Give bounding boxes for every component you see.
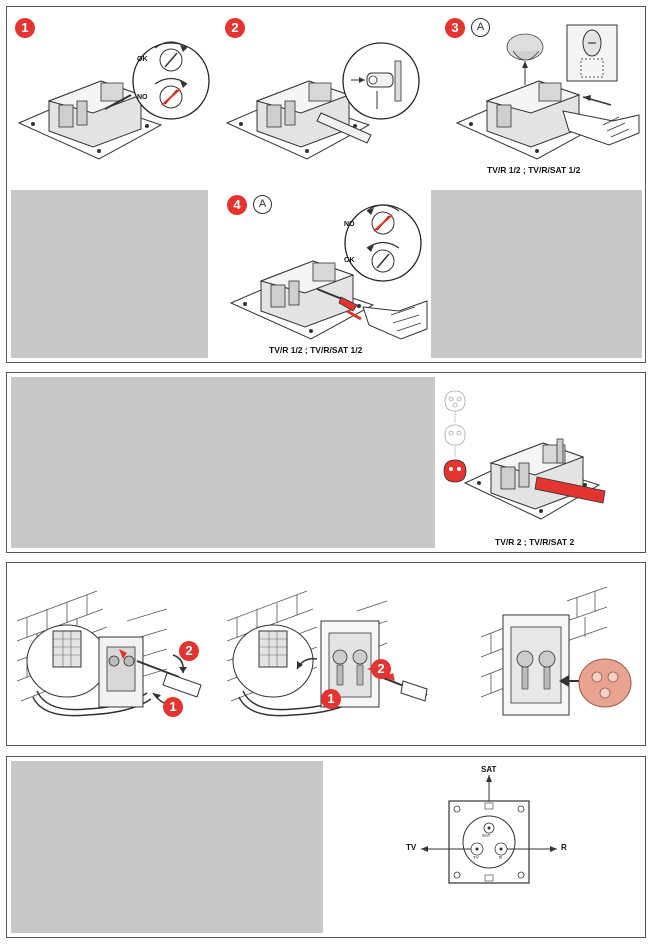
r-port-label: R — [499, 855, 503, 860]
panel-wire-variant: TV/R 2 ; TV/R/SAT 2 — [6, 372, 646, 553]
install-step-a-illustration — [16, 590, 202, 717]
install-a-marker-2: 2 — [179, 641, 199, 661]
step-3-illustration — [455, 24, 640, 160]
install-step-c-illustration — [480, 586, 632, 716]
step-4-badge: 4 — [227, 195, 247, 215]
step-2-badge: 2 — [225, 18, 245, 38]
blank-area-bottom — [11, 761, 323, 933]
variant-caption: TV/R 2 ; TV/R/SAT 2 — [495, 537, 575, 547]
socket-front-diagram — [421, 775, 557, 884]
step-2-illustration — [225, 42, 420, 160]
step-1-no-label: NO — [137, 94, 148, 101]
install-b-marker-2: 2 — [371, 659, 391, 679]
cover-outline-top — [444, 390, 466, 412]
step-4-caption: TV/R 1/2 ; TV/R/SAT 1/2 — [269, 345, 363, 355]
sat-port-label: SAT — [482, 833, 491, 838]
step-4-no-label: NO — [344, 221, 355, 228]
step-1-ok-label: OK — [137, 56, 148, 63]
panel-connection-diagram: SAT TV R SAT TV R — [6, 756, 646, 938]
install-a-marker-1: 1 — [163, 697, 183, 717]
tv-port-label: TV — [473, 855, 479, 860]
panel-installation: 2 1 1 2 — [6, 562, 646, 746]
step-1-badge: 1 — [15, 18, 35, 38]
blank-area-right — [431, 190, 642, 358]
step-1-illustration — [17, 41, 210, 160]
panel-mounting-steps: 1 OK NO 2 — [6, 6, 646, 363]
sat-output-label: SAT — [481, 765, 497, 774]
install-step-b-illustration — [226, 590, 428, 717]
step-3-caption: TV/R 1/2 ; TV/R/SAT 1/2 — [487, 165, 581, 175]
r-output-label: R — [561, 843, 567, 852]
blank-area-wide — [11, 377, 435, 548]
tv-output-label: TV — [406, 843, 417, 852]
step-3-letter-badge: A — [471, 18, 490, 37]
step-4-letter-badge: A — [253, 195, 272, 214]
step-3-badge: 3 — [445, 18, 465, 38]
cover-highlight-red — [443, 459, 467, 483]
step-4-ok-label: OK — [344, 257, 355, 264]
install-b-marker-1: 1 — [321, 689, 341, 709]
step-4-illustration — [229, 204, 428, 340]
variant-illustration — [443, 390, 606, 520]
blank-area-left — [11, 190, 208, 358]
cover-outline-middle — [444, 424, 466, 446]
socket-cover — [578, 658, 632, 708]
